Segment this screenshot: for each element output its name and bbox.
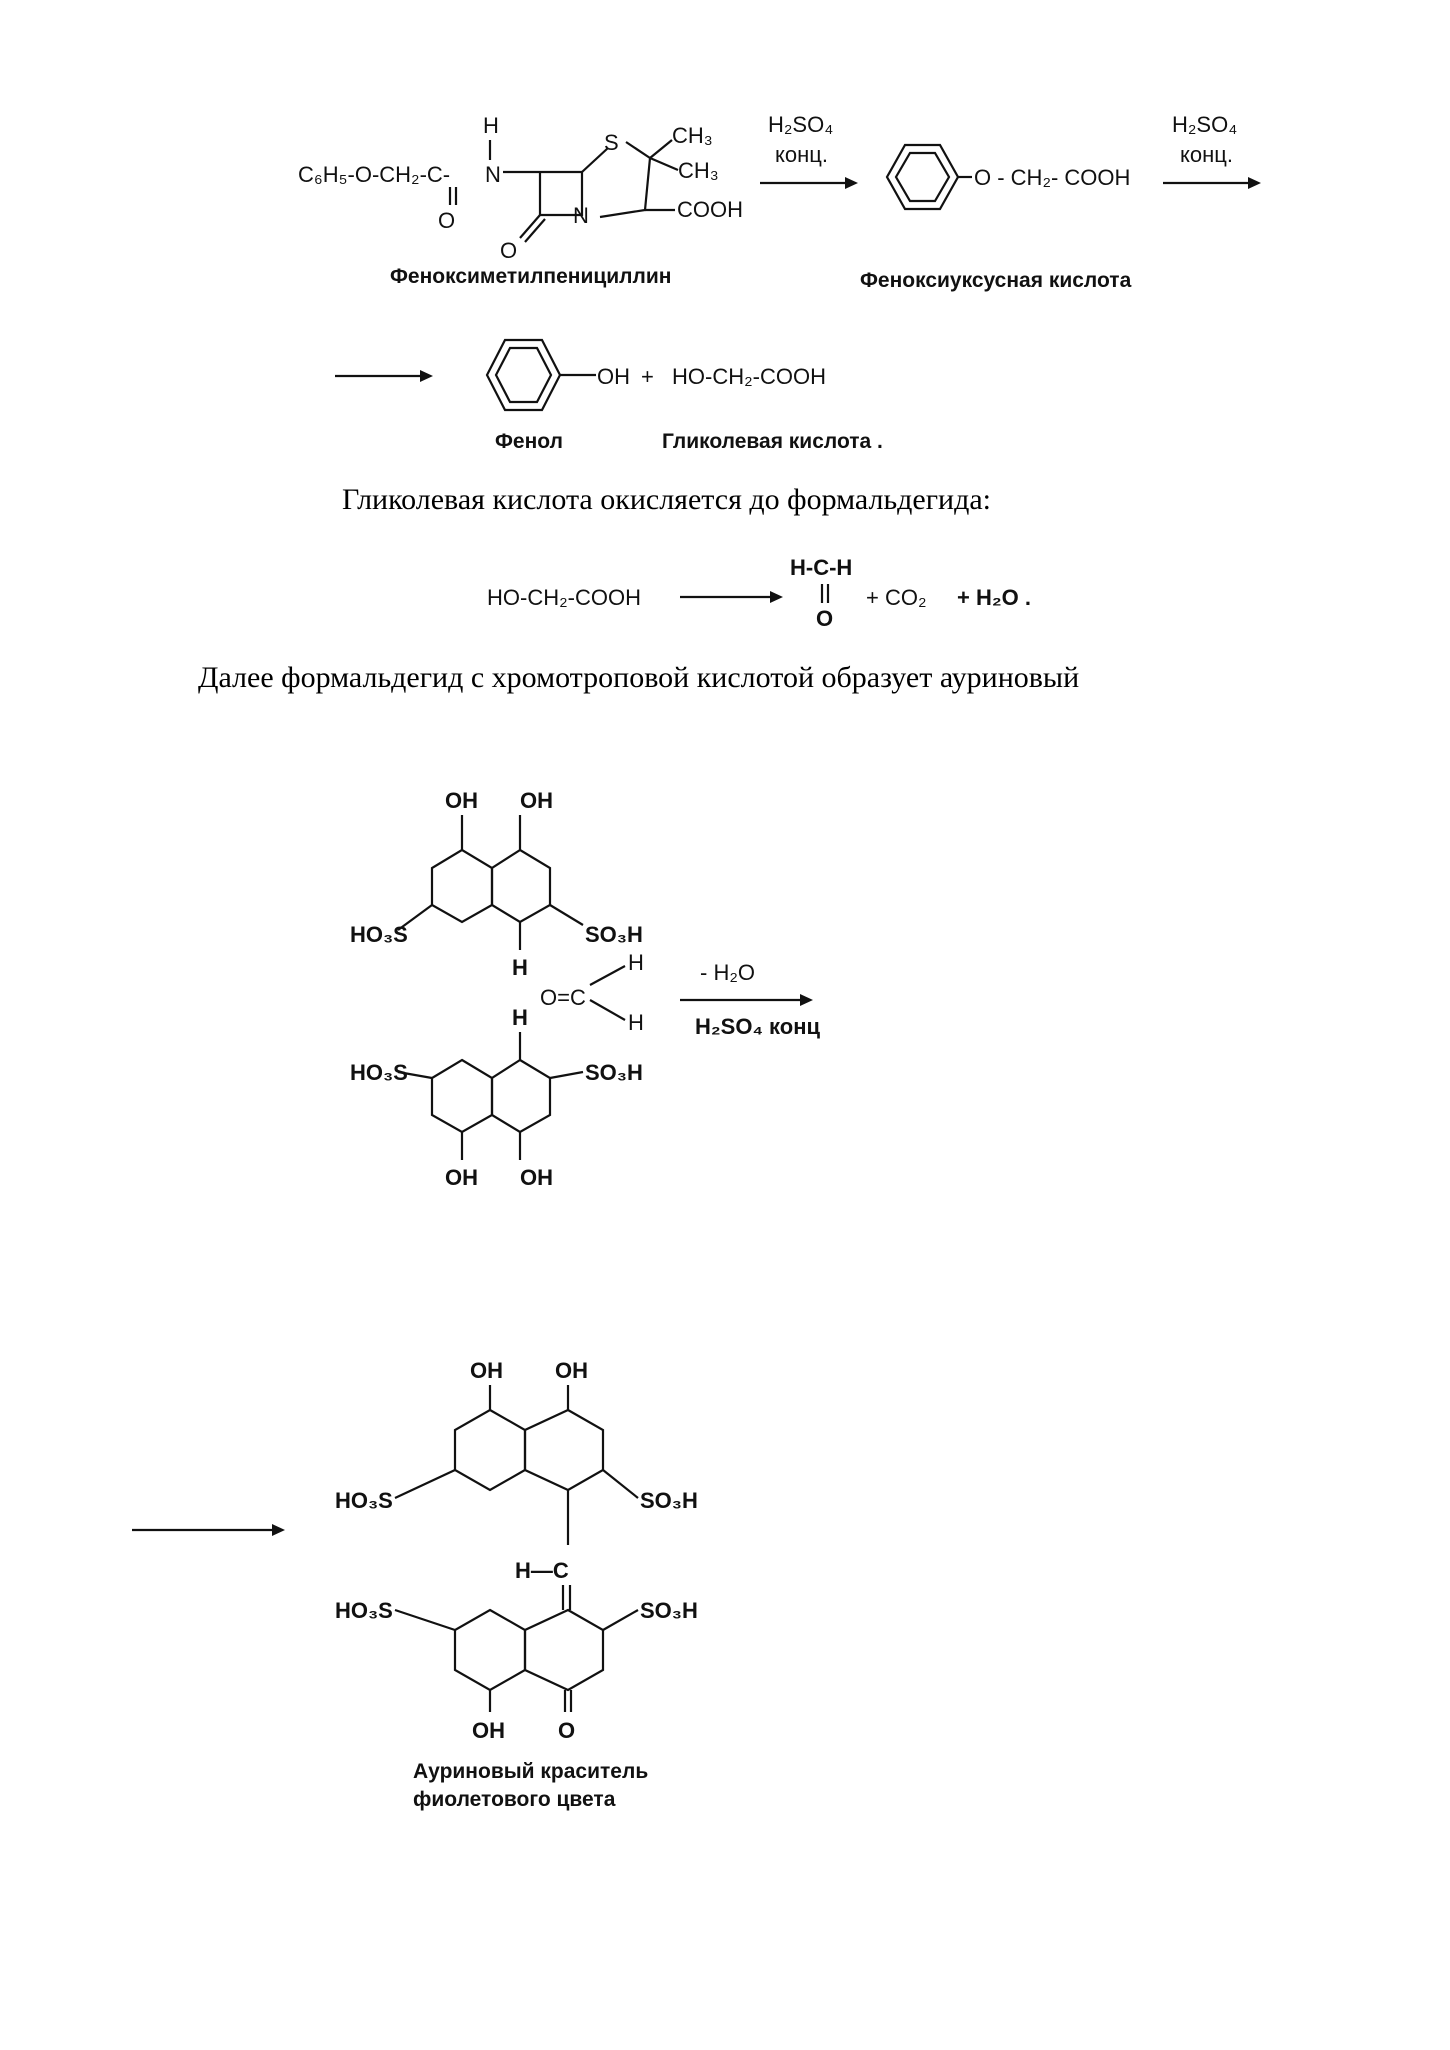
h-top: H (512, 955, 528, 980)
phenol-name: Фенол (495, 430, 563, 453)
lactam-oxygen: O (500, 238, 517, 263)
methyl-bond-2 (649, 156, 679, 172)
phenoxy-tail: O - CH₂- COOH (974, 165, 1130, 190)
naph-left-top (430, 815, 494, 924)
ho3s-1: HO₃S (350, 922, 408, 947)
reagent-h2so4-2: H₂SO₄ (1172, 112, 1237, 137)
lactam-co-1 (519, 214, 541, 239)
lactam-co-2 (524, 218, 546, 243)
oh-1: OH (445, 788, 478, 813)
ho3s-3: HO₃S (335, 1488, 393, 1513)
water: + H₂O . (957, 585, 1031, 610)
phenol-structure: OH (485, 338, 630, 412)
oh-6: OH (555, 1358, 588, 1383)
condition-minus-water: - H₂O (700, 960, 755, 985)
condition-acid: H₂SO₄ конц (695, 1014, 820, 1039)
methine-hc: H—C (515, 1558, 569, 1583)
quinone-oxygen: O (558, 1718, 575, 1743)
dye-ring-1 (453, 1408, 527, 1492)
benzene-inner-1 (894, 151, 951, 203)
dye-name-line1: Ауриновый краситель (413, 1760, 648, 1783)
arrow-2: H₂SO₄ конц. (1163, 112, 1261, 189)
beta-lactam-ring (538, 170, 584, 217)
sulfur-atom: S (604, 130, 619, 155)
so3h-2: SO₃H (585, 1060, 643, 1085)
methyl-1: CH₃ (672, 123, 713, 148)
carboxyl-group: COOH (677, 197, 743, 222)
naph-right-bottom (490, 1058, 552, 1134)
so3h-4: SO₃H (640, 1598, 698, 1623)
benzene-inner-2 (494, 346, 553, 404)
aldehyde-h-2: H (628, 1010, 644, 1035)
amide-nitrogen: N (485, 162, 501, 187)
ho3s-4: HO₃S (335, 1598, 393, 1623)
methyl-bond-1 (649, 139, 673, 159)
h-bottom: H (512, 1005, 528, 1030)
reagent-conc-2: конц. (1180, 142, 1233, 167)
arrow-5: - H₂O H₂SO₄ конц (680, 960, 820, 1039)
dye-ring-3 (523, 1608, 605, 1692)
nh-hydrogen: H (483, 113, 499, 138)
dye-ring-4 (453, 1608, 527, 1692)
carbonyl-oxygen: O (438, 208, 455, 233)
aurin-dye-structure: OH OH HO₃S SO₃H H—C HO₃S SO₃H OH O (335, 1358, 698, 1743)
penicillin-structure: C₆H₅-O-CH₂-C- N H O N O S CH₃ CH₃ COOH (298, 113, 743, 263)
chromotropic-acid-top: OH OH HO₃S SO₃H H (350, 788, 643, 980)
reactant-chain: C₆H₅-O-CH₂-C- (298, 162, 450, 187)
thiazolidine-ring (599, 141, 652, 219)
phenoxyacetic-name: Феноксиуксусная кислота (860, 269, 1132, 292)
ring-nitrogen: N (573, 203, 589, 228)
penicillin-name: Феноксиметилпенициллин (390, 265, 671, 288)
phenol-oh: OH (597, 364, 630, 389)
formaldehyde-reactant: O=C H H (540, 950, 644, 1035)
carbon-dioxide: + CO₂ (866, 585, 927, 610)
oh-4: OH (520, 1165, 553, 1190)
glycolic-acid-name: Гликолевая кислота . (662, 430, 883, 453)
reagent-conc-1: конц. (775, 142, 828, 167)
benzene-ring-2 (485, 338, 562, 412)
aldehyde-o-c: O=C (540, 985, 586, 1010)
benzene-ring-1 (885, 143, 960, 211)
arrow-4 (680, 591, 783, 603)
oh-2: OH (520, 788, 553, 813)
oh-7: OH (472, 1718, 505, 1743)
glycolic-acid-formula: HO-CH₂-COOH (672, 364, 826, 389)
methyl-2: CH₃ (678, 158, 719, 183)
oxidation-text: Гликолевая кислота окисляется до формаль… (342, 483, 991, 516)
glycolic-acid-reactant: HO-CH₂-COOH (487, 585, 641, 610)
naph-right-top (490, 815, 552, 924)
ring-bond-s1 (581, 147, 609, 173)
so3h-1: SO₃H (585, 922, 643, 947)
so3h-3: SO₃H (640, 1488, 698, 1513)
plus-sign-1: + (641, 364, 654, 389)
phenoxyacetic-structure: O - CH₂- COOH (885, 143, 1130, 211)
naph-left-bottom (430, 1058, 494, 1134)
arrow-3 (335, 370, 433, 382)
chromotropic-acid-bottom: H HO₃S SO₃H OH OH (350, 1005, 643, 1190)
arrow-6 (132, 1524, 285, 1536)
formaldehyde-oxygen: O (816, 606, 833, 631)
formaldehyde-hch: H-C-H (790, 555, 852, 580)
aldehyde-h-1: H (628, 950, 644, 975)
oh-3: OH (445, 1165, 478, 1190)
oh-5: OH (470, 1358, 503, 1383)
dye-ring-2 (523, 1408, 605, 1492)
reagent-h2so4-1: H₂SO₄ (768, 112, 833, 137)
chromotropic-text: Далее формальдегид с хромотроповой кисло… (198, 661, 1079, 694)
dye-name-line2: фиолетового цвета (413, 1788, 616, 1811)
arrow-1: H₂SO₄ конц. (760, 112, 858, 189)
